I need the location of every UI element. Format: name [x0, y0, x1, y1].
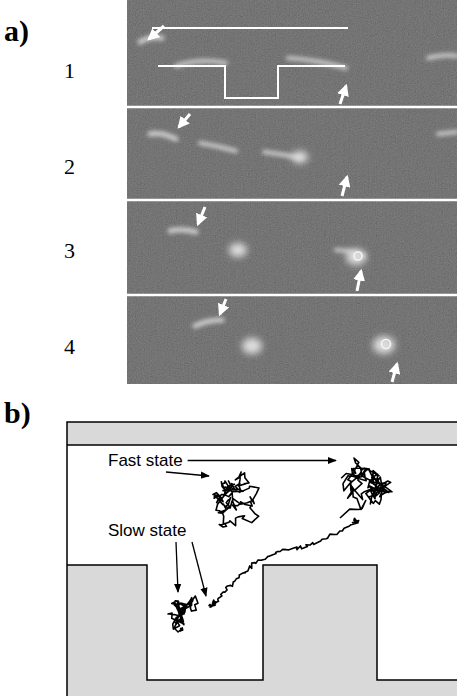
- slow-trajectory: [168, 596, 198, 632]
- channel-schematic: [67, 422, 457, 696]
- particle-streaks: [140, 38, 457, 327]
- state-label: Fast state: [108, 452, 183, 469]
- strip-dividers: [127, 107, 457, 295]
- panel-frame: [67, 422, 457, 696]
- panel-letter: b): [4, 398, 31, 428]
- fast-trajectory: [213, 472, 259, 527]
- channel-lid-edge: [67, 444, 457, 446]
- channel-profile: [152, 28, 348, 98]
- state-label: Slow state: [108, 522, 186, 539]
- micrograph-noise: [127, 0, 457, 384]
- channel-wall: [67, 565, 457, 680]
- leader-arrow: [166, 472, 209, 476]
- leader-arrow: [192, 542, 206, 596]
- panel-letter: a): [4, 16, 29, 46]
- trajectories: [168, 458, 392, 632]
- particle-rings: [354, 252, 391, 349]
- leader-arrow: [176, 542, 178, 592]
- micrograph-ground: [127, 0, 457, 384]
- frame-number: 3: [64, 240, 75, 262]
- fast-trajectory: [340, 458, 392, 518]
- leader-arrow: [188, 460, 336, 461]
- slow-trajectory: [209, 518, 359, 607]
- channel-floor: [67, 565, 457, 696]
- tracking-arrows: [149, 26, 397, 382]
- leader-lines: [166, 461, 336, 597]
- frame-number: 1: [64, 60, 75, 82]
- particle-blobs: [229, 151, 395, 354]
- frame-number: 2: [64, 156, 75, 178]
- micrograph: [127, 0, 457, 384]
- frame-number: 4: [64, 336, 75, 358]
- channel-lid: [67, 422, 457, 445]
